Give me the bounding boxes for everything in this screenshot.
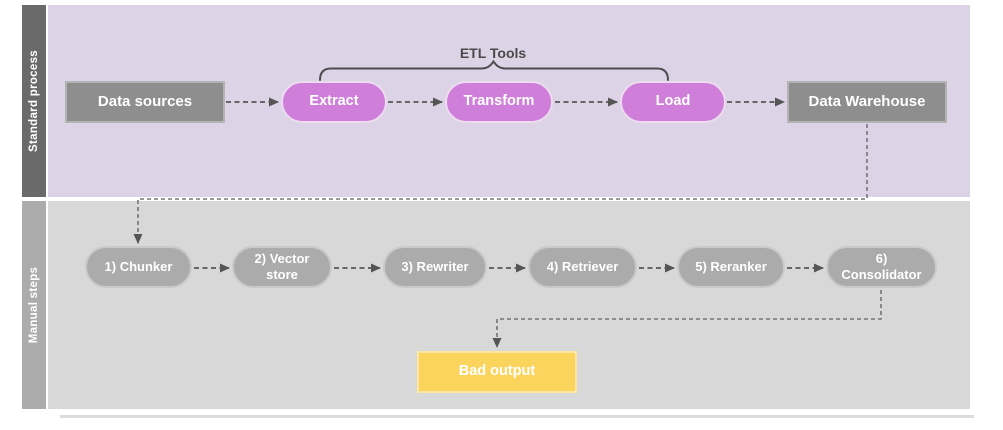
node-load-label: Load (655, 93, 691, 110)
node-data-warehouse-label: Data Warehouse (808, 93, 926, 110)
node-chunker: 1) Chunker (85, 246, 192, 288)
node-consolidator-label: 6) Consolidator (841, 251, 922, 282)
node-extract-label: Extract (309, 93, 359, 110)
node-retriever-label: 4) Retriever (546, 259, 619, 275)
node-rewriter: 3) Rewriter (383, 246, 487, 288)
node-data-warehouse: Data Warehouse (787, 81, 947, 123)
node-vector-store-label: 2) Vector store (254, 251, 310, 282)
node-reranker-label: 5) Reranker (695, 259, 767, 275)
node-retriever: 4) Retriever (528, 246, 637, 288)
node-data-sources-label: Data sources (97, 93, 193, 110)
node-chunker-label: 1) Chunker (104, 259, 173, 275)
lane-header-manual-steps-label: Manual steps (28, 266, 41, 344)
etl-tools-group-label: ETL Tools (459, 45, 527, 61)
node-transform: Transform (445, 81, 553, 123)
lane-header-standard-process: Standard process (22, 5, 46, 197)
node-reranker: 5) Reranker (677, 246, 785, 288)
node-bad-output-label: Bad output (458, 363, 536, 380)
node-bad-output: Bad output (417, 351, 577, 393)
node-transform-label: Transform (463, 93, 535, 110)
node-data-sources: Data sources (65, 81, 225, 123)
lane-header-standard-process-label: Standard process (28, 50, 41, 152)
node-load: Load (620, 81, 726, 123)
node-rewriter-label: 3) Rewriter (401, 259, 469, 275)
node-extract: Extract (281, 81, 387, 123)
lane-header-manual-steps: Manual steps (22, 201, 46, 409)
node-vector-store: 2) Vector store (232, 246, 332, 288)
bottom-separator-rule (60, 415, 974, 418)
node-consolidator: 6) Consolidator (826, 246, 937, 288)
